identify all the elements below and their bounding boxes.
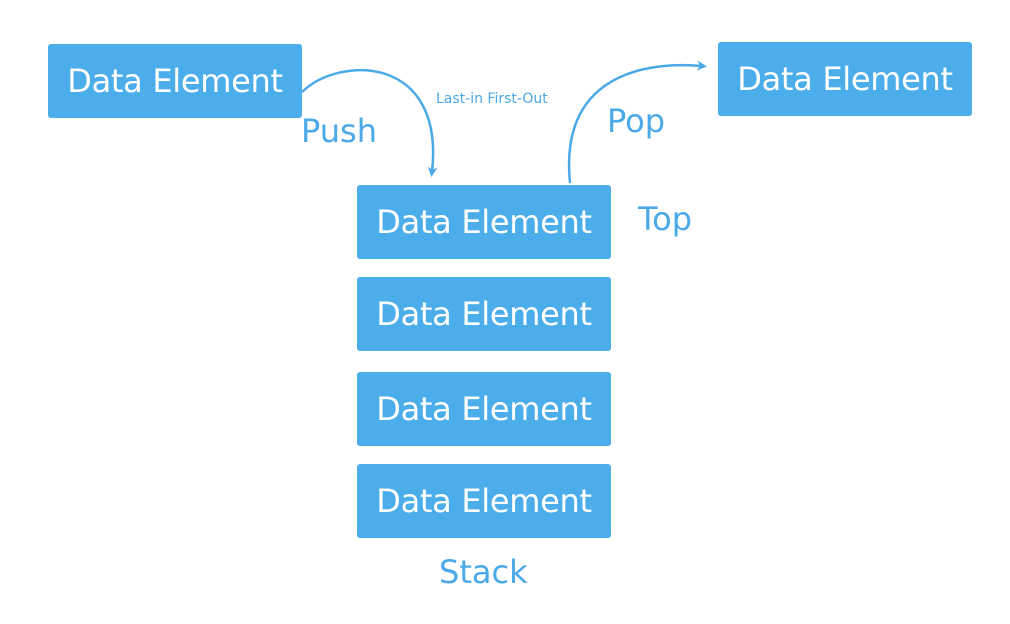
incoming-data-element: Data Element	[48, 44, 302, 118]
stack-item: Data Element	[357, 277, 611, 351]
stack-caption: Stack	[439, 553, 528, 591]
stack-item-label: Data Element	[376, 295, 592, 333]
top-label: Top	[638, 200, 692, 238]
stack-item-label: Data Element	[376, 482, 592, 520]
stack-item-label: Data Element	[376, 390, 592, 428]
pop-label: Pop	[607, 102, 666, 140]
push-label: Push	[301, 112, 377, 150]
pop-arrow	[567, 60, 707, 184]
incoming-data-element-label: Data Element	[67, 62, 283, 100]
outgoing-data-element-label: Data Element	[737, 60, 953, 98]
outgoing-data-element: Data Element	[718, 42, 972, 116]
stack-item: Data Element	[357, 372, 611, 446]
lifo-label: Last-in First-Out	[436, 91, 548, 107]
push-arrow	[301, 68, 438, 177]
stack-item-bottom: Data Element	[357, 464, 611, 538]
stack-item-label: Data Element	[376, 203, 592, 241]
stack-item-top: Data Element	[357, 185, 611, 259]
